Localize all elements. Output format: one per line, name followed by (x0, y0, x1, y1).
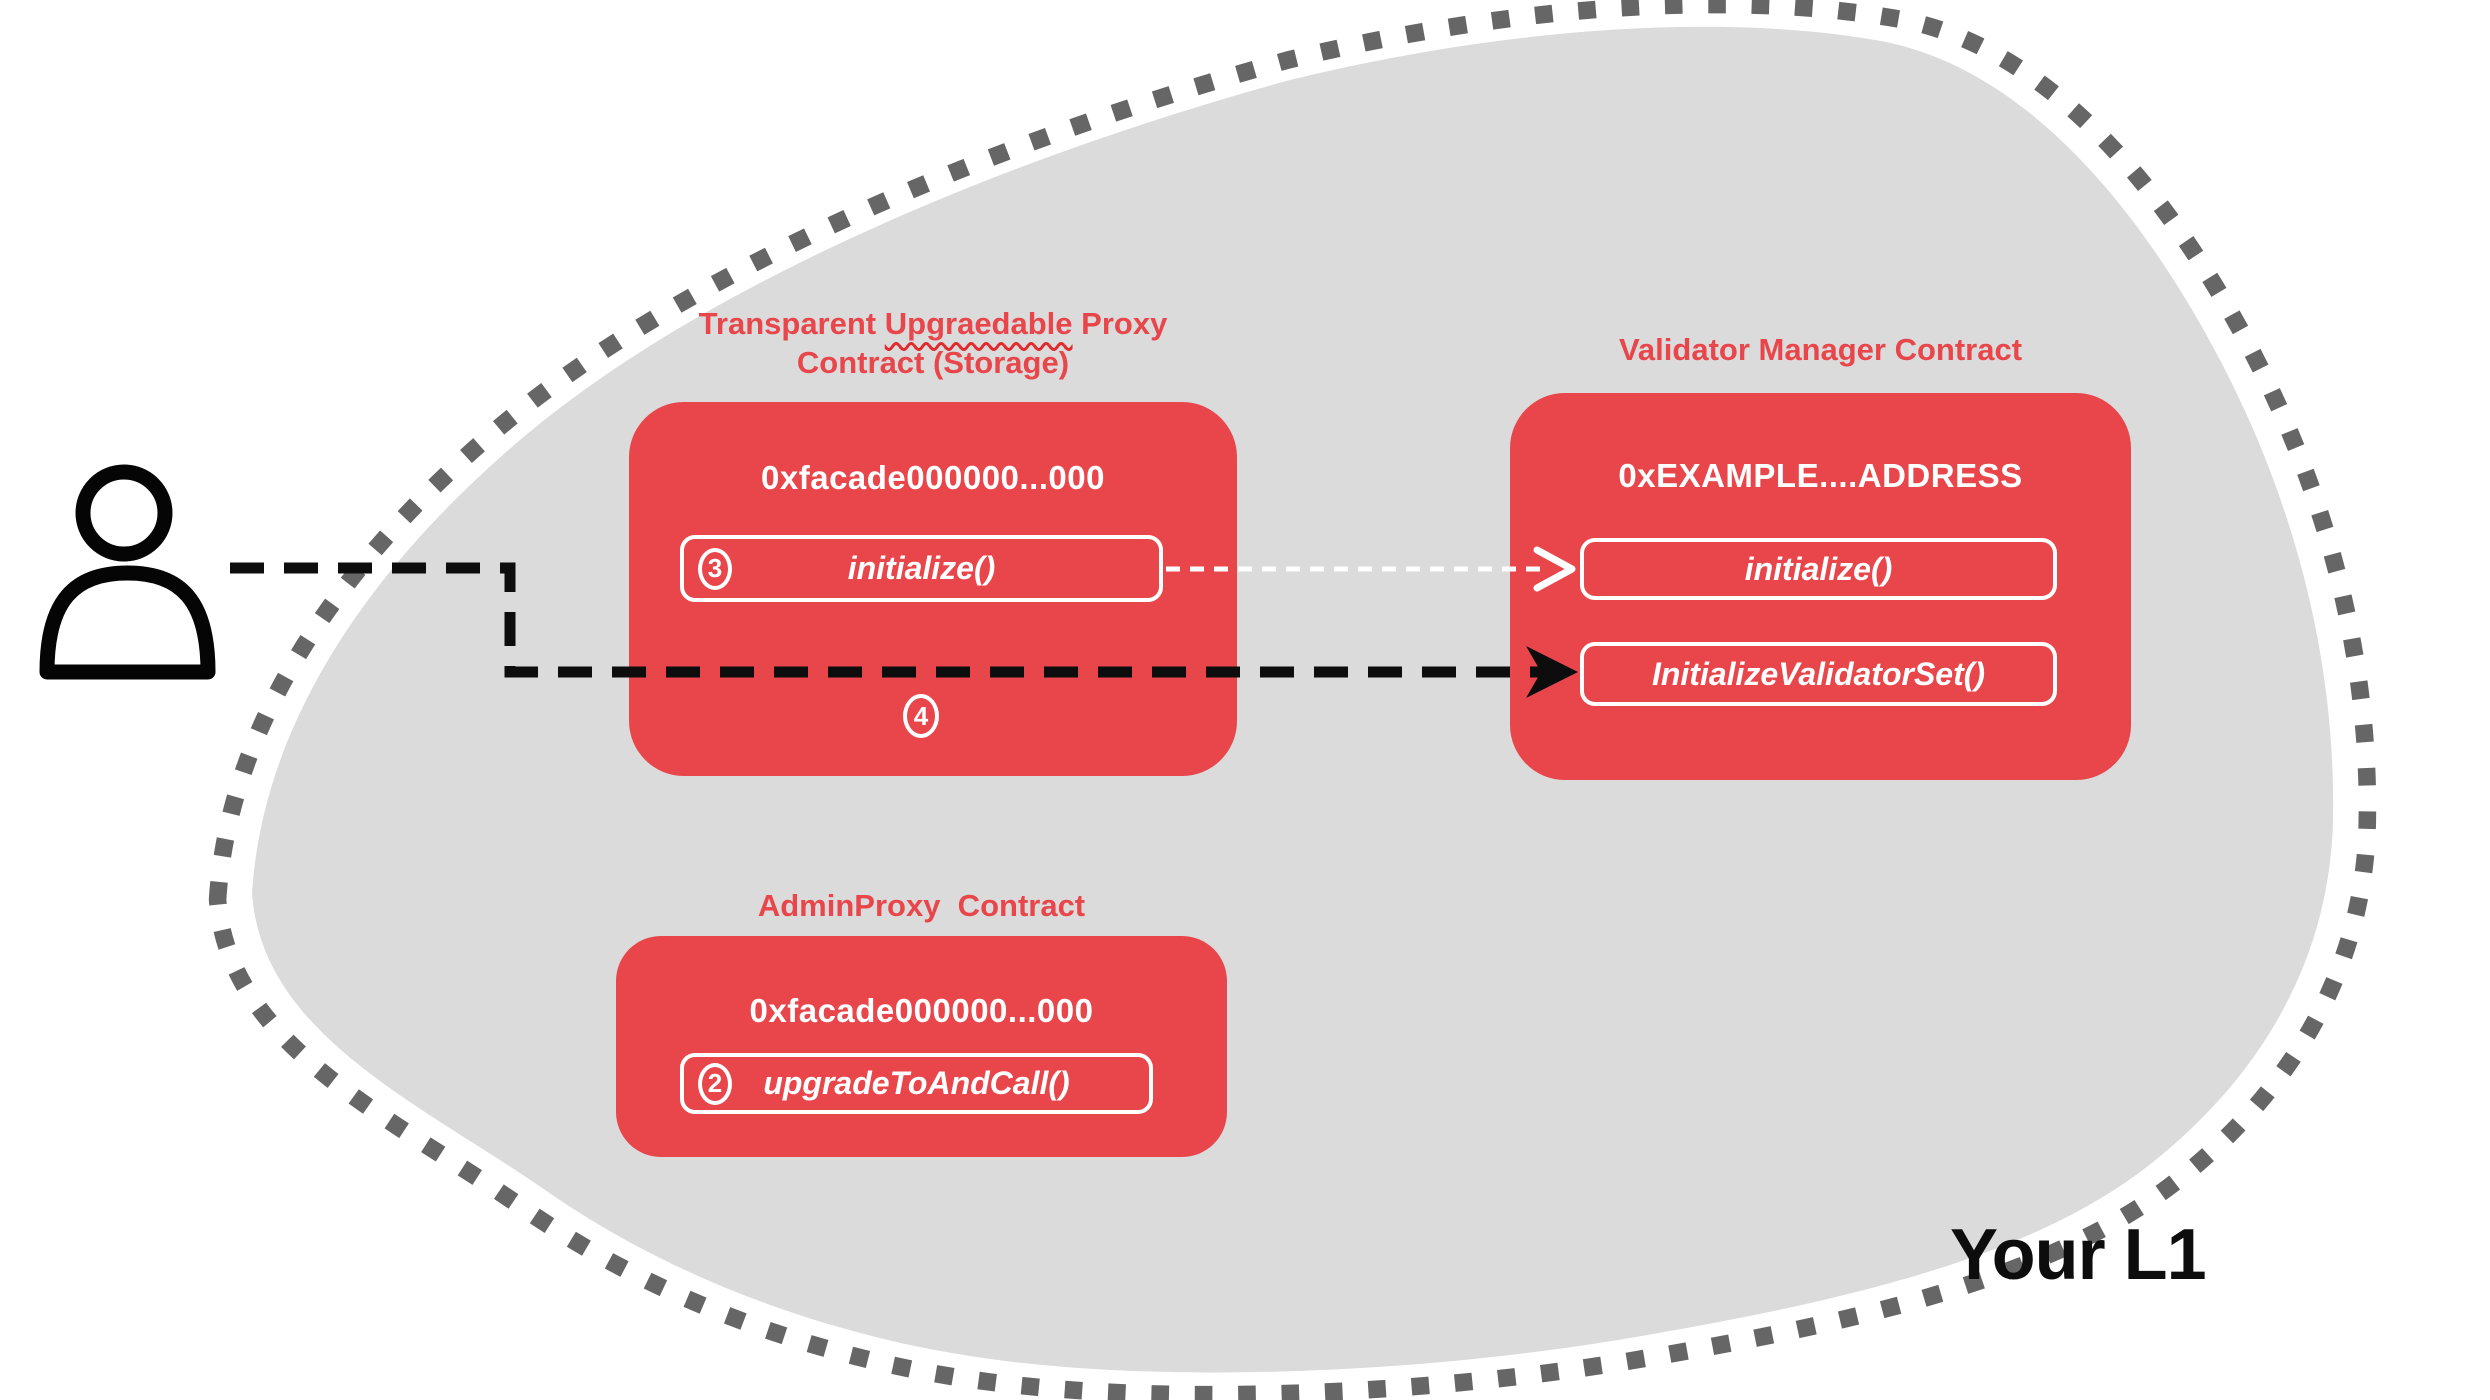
admin-upgradetoandcall-label: upgradeToAndCall() (763, 1065, 1070, 1101)
proxy-contract-box: 0xfacade000000...000 3 initialize() 4 (629, 402, 1237, 776)
proxy-title-word-1: Transparent (698, 306, 877, 341)
admin-upgradetoandcall-function-pill: 2 upgradeToAndCall() (680, 1053, 1153, 1114)
validator-initializevalidatorset-label: InitializeValidatorSet() (1651, 655, 1986, 692)
admin-proxy-contract-title: AdminProxy Contract (757, 888, 1086, 923)
admin-contract-address: 0xfacade000000...000 (749, 992, 1094, 1029)
proxy-initialize-function-pill: 3 initialize() (680, 535, 1163, 602)
validator-contract-address: 0xEXAMPLE....ADDRESS (1618, 457, 2023, 494)
proxy-contract-address: 0xfacade000000...000 (761, 459, 1105, 496)
proxy-contract-title: Transparent Upgraedable Proxy Contract (… (629, 304, 1237, 382)
your-l1-label: Your L1 (1950, 1215, 2207, 1295)
validator-contract-box: 0xEXAMPLE....ADDRESS initialize() Initia… (1510, 393, 2131, 780)
validator-initialize-function-pill: initialize() (1580, 538, 2057, 600)
validator-contract-title: Validator Manager Contract (1618, 332, 2023, 367)
step-2-badge: 2 (698, 1062, 732, 1105)
step-3-badge: 3 (698, 547, 732, 590)
admin-proxy-contract-box: 0xfacade000000...000 2 upgradeToAndCall(… (616, 936, 1227, 1157)
proxy-title-word-3: Proxy (1081, 306, 1168, 341)
proxy-initialize-label: initialize() (847, 550, 996, 586)
validator-initialize-label: initialize() (1744, 550, 1893, 587)
step-4-badge: 4 (903, 694, 939, 738)
proxy-title-word-misspelled: Upgraedable (884, 306, 1073, 341)
proxy-title-line2: Contract (Storage) (796, 345, 1070, 380)
validator-initializevalidatorset-function-pill: InitializeValidatorSet() (1580, 642, 2057, 706)
person-icon (39, 464, 216, 680)
